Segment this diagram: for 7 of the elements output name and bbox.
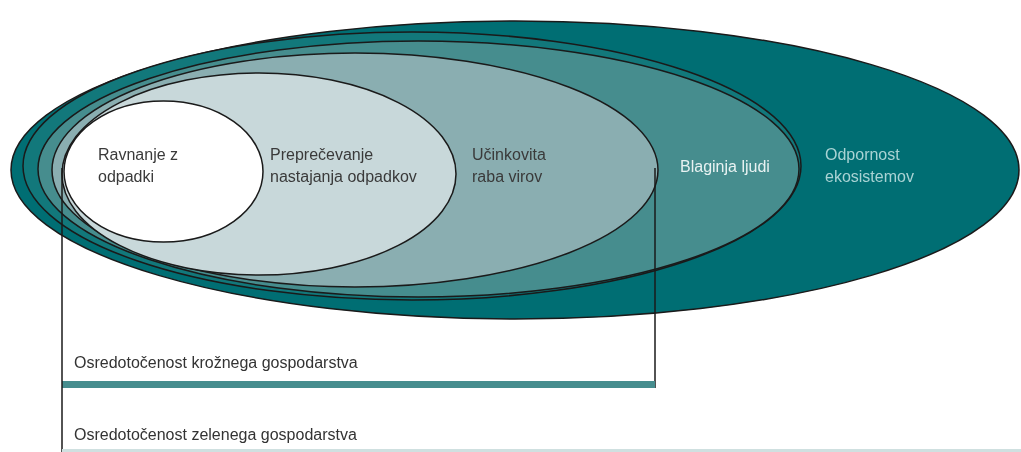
bracket-label: Osredotočenost zelenega gospodarstva bbox=[74, 426, 357, 444]
ellipse-label: Učinkovita raba virov bbox=[472, 145, 547, 187]
ellipse-label: Odpornost ekosistemov bbox=[825, 145, 915, 187]
ellipse-label: Ravnanje z odpadki bbox=[98, 145, 180, 187]
bracket-label: Osredotočenost krožnega gospodarstva bbox=[74, 354, 358, 372]
ellipse-label: Preprečevanje nastajanja odpadkov bbox=[270, 145, 418, 187]
ellipse-label: Blaginja ljudi bbox=[680, 157, 771, 177]
